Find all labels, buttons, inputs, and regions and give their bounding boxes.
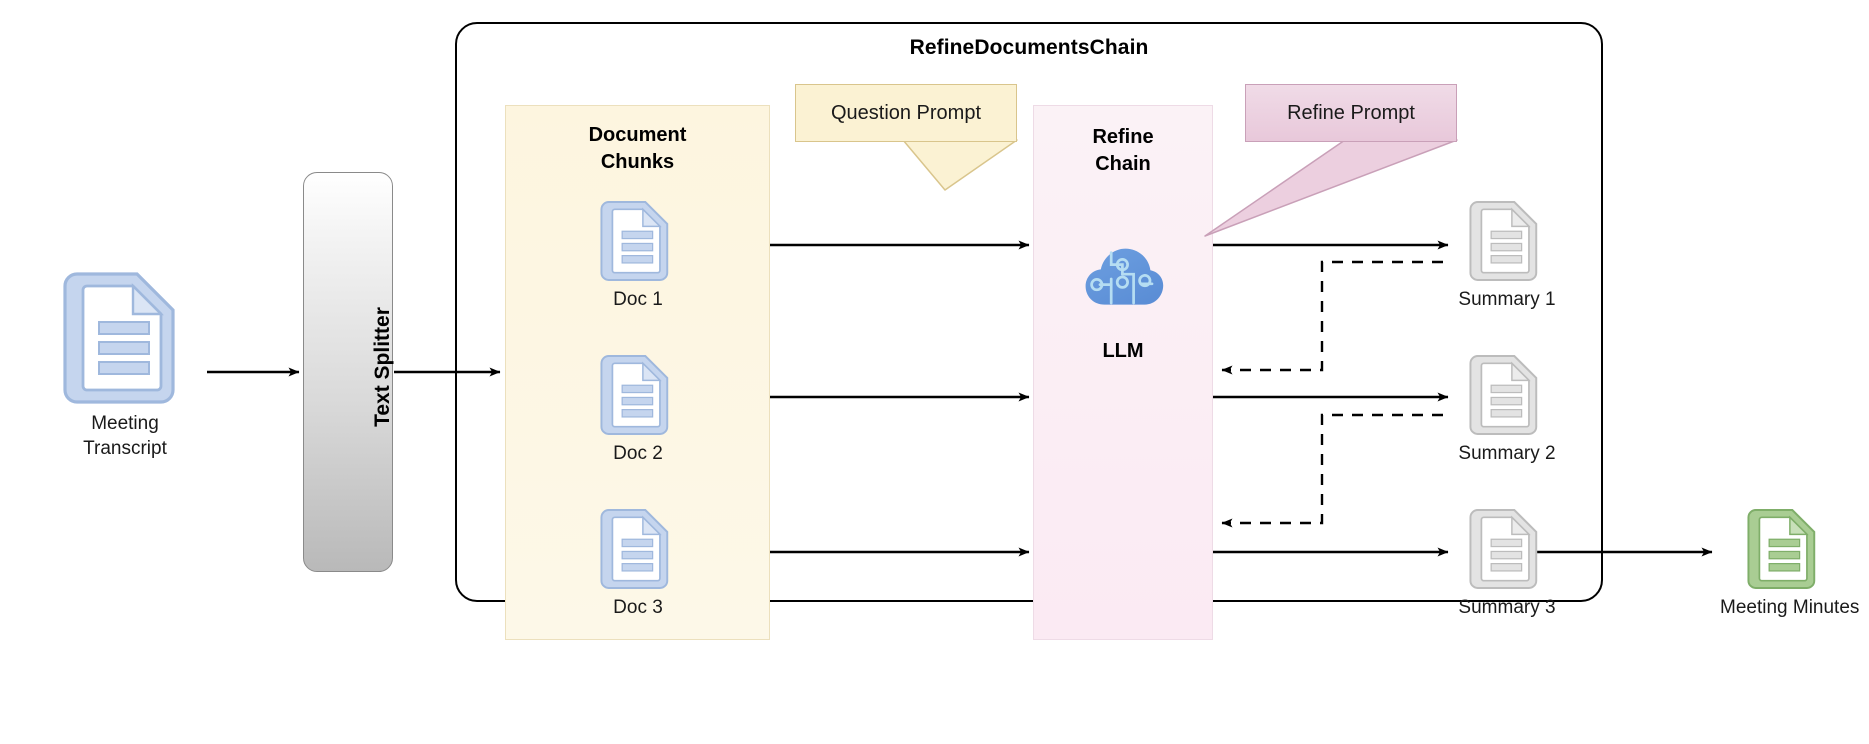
label-meeting-minutes: Meeting Minutes xyxy=(1720,597,1860,618)
node-text-splitter: Text Splitter xyxy=(303,172,394,572)
label-question-prompt: Question Prompt xyxy=(830,101,982,124)
question-prompt-tail xyxy=(902,139,1018,191)
callout-refine-prompt: Refine Prompt xyxy=(1245,84,1457,142)
refine-prompt-tail xyxy=(1204,139,1458,237)
label-doc-1: Doc 1 xyxy=(613,289,663,310)
title-refine-chain-line2: Chain xyxy=(1095,153,1151,175)
document-icon xyxy=(600,355,669,435)
title-document-chunks: Document Chunks xyxy=(505,122,770,176)
title-refine-chain-line1: Refine xyxy=(1092,126,1154,148)
document-icon xyxy=(1469,201,1538,281)
document-icon xyxy=(63,272,175,404)
node-summary-1: Summary 1 xyxy=(1442,198,1572,313)
node-doc-1: Doc 1 xyxy=(573,198,703,313)
node-doc-3: Doc 3 xyxy=(573,506,703,621)
label-llm: LLM xyxy=(1102,340,1144,362)
label-doc-3: Doc 3 xyxy=(613,597,663,618)
node-meeting-minutes: Meeting Minutes xyxy=(1720,506,1860,621)
label-meeting-transcript-line1: Meeting xyxy=(91,413,159,434)
document-icon xyxy=(600,509,669,589)
title-refine-chain: Refine Chain xyxy=(1033,124,1213,178)
refine-documents-chain-container xyxy=(455,22,1603,602)
label-summary-2: Summary 2 xyxy=(1458,443,1556,464)
label-refine-prompt: Refine Prompt xyxy=(1287,101,1415,124)
label-doc-2: Doc 2 xyxy=(613,443,663,464)
label-meeting-transcript-line2: Transcript xyxy=(83,437,167,459)
callout-question-prompt: Question Prompt xyxy=(795,84,1017,142)
cloud-ai-icon xyxy=(1085,248,1164,305)
node-summary-2: Summary 2 xyxy=(1442,352,1572,467)
document-icon xyxy=(600,201,669,281)
page-title: RefineDocumentsChain xyxy=(909,36,1149,59)
panel-refine-chain xyxy=(1033,105,1213,640)
node-doc-2: Doc 2 xyxy=(573,352,703,467)
title-document-chunks-line1: Document xyxy=(588,124,687,146)
label-text-splitter: Text Splitter xyxy=(371,307,394,427)
node-summary-3: Summary 3 xyxy=(1442,506,1572,621)
title-document-chunks-line2: Chunks xyxy=(600,151,675,173)
document-icon xyxy=(1747,509,1816,589)
node-meeting-transcript: Meeting Transcript xyxy=(30,268,220,461)
document-icon xyxy=(1469,509,1538,589)
document-icon xyxy=(1469,355,1538,435)
label-summary-1: Summary 1 xyxy=(1458,289,1556,310)
label-summary-3: Summary 3 xyxy=(1458,597,1556,618)
